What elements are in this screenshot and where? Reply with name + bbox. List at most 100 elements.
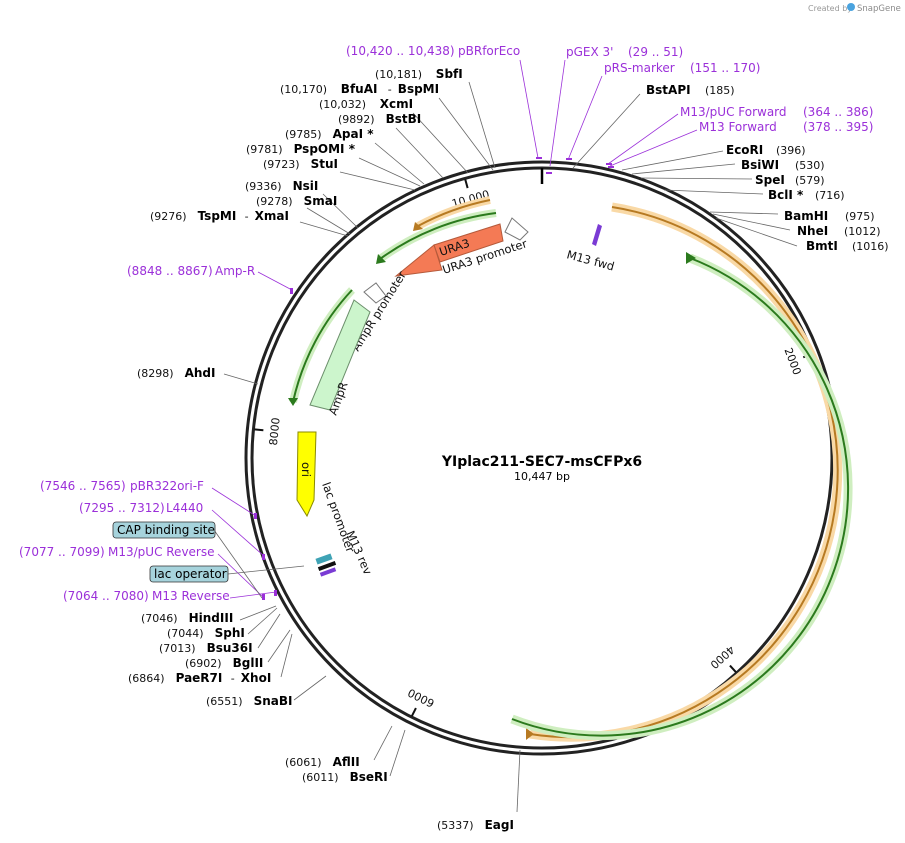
primer-range: (10,420 .. 10,438)	[346, 44, 455, 58]
enzyme-position: (975)	[845, 210, 875, 223]
green-left-head	[288, 398, 298, 406]
primer-range: (364 .. 386)	[803, 105, 873, 119]
enzyme-separator: -	[388, 83, 392, 96]
enzyme-site[interactable]: BstAPI (185)	[646, 83, 735, 97]
ruler-tick	[464, 179, 469, 189]
ruler-tick	[410, 707, 417, 717]
primer-annotation[interactable]: (7546 .. 7565)pBR322ori-F	[40, 479, 204, 493]
primer-leaders	[211, 59, 698, 599]
ruler-tick-label: 6000	[406, 686, 437, 710]
green-small-head	[376, 254, 386, 264]
primer-range: (7295 .. 7312)	[79, 501, 165, 515]
enzyme-site[interactable]: BsiWI (530)	[741, 158, 825, 172]
primer-annotation[interactable]: (29 .. 51)pGEX 3'	[566, 45, 683, 59]
enzyme-site[interactable]: (10,170)BfuAI-BspMI	[280, 82, 439, 96]
enzyme-name: AflII	[333, 755, 360, 769]
enzyme-leaders	[223, 81, 798, 813]
enzyme-name: StuI	[311, 157, 338, 171]
ura3-head	[394, 244, 443, 277]
enzyme-site[interactable]: (7013)Bsu36I	[159, 641, 253, 655]
primer-annotation[interactable]: (364 .. 386)M13/pUC Forward	[680, 105, 873, 119]
primer-annotation[interactable]: (10,420 .. 10,438)pBRforEco	[346, 44, 520, 58]
enzyme-site[interactable]: (6011)BseRI	[302, 770, 388, 784]
enzyme-name: EagI	[485, 818, 514, 832]
orange-small-arc	[417, 199, 491, 227]
enzyme-name: BstAPI	[646, 83, 691, 97]
enzyme-position: (530)	[795, 159, 825, 172]
enzyme-name: SphI	[215, 626, 245, 640]
enzyme-site[interactable]: (5337) EagI	[437, 818, 514, 832]
enzyme-site[interactable]: NheI(1012)	[797, 224, 881, 238]
enzyme-name: BstBI	[386, 112, 422, 126]
enzyme-position: (9278)	[256, 195, 293, 208]
enzyme-site[interactable]: (9723)StuI	[263, 157, 338, 171]
enzyme-separator: -	[231, 672, 235, 685]
enzyme-position: (396)	[776, 144, 806, 157]
enzyme-name: NheI	[797, 224, 828, 238]
primer-annotation[interactable]: (7077 .. 7099)M13/pUC Reverse	[19, 545, 215, 559]
ruler-tick	[254, 428, 264, 432]
enzyme-site[interactable]: (10,032)XcmI	[319, 97, 413, 111]
enzyme-site[interactable]: (9781)PspOMI *	[246, 142, 356, 156]
primer-annotation[interactable]: (7295 .. 7312)L4440	[79, 501, 203, 515]
enzyme-site[interactable]: (6902)BglII	[185, 656, 263, 670]
enzyme-site[interactable]: (9278) SmaI	[256, 194, 337, 208]
enzyme-position: (6902)	[185, 657, 222, 670]
enzyme-position: (6011)	[302, 771, 339, 784]
orange-small-head	[413, 222, 423, 231]
primer-name: pBR322ori-F	[130, 479, 204, 493]
primer-range: (29 .. 51)	[628, 45, 683, 59]
enzyme-site[interactable]: BclI *(716)	[768, 188, 845, 202]
primer-annotation[interactable]: (8848 .. 8867)Amp-R	[127, 264, 255, 278]
enzyme-site[interactable]: (7044) SphI	[167, 626, 245, 640]
enzyme-site[interactable]: (6061)AflII	[285, 755, 360, 769]
enzyme-position: (7044)	[167, 627, 204, 640]
ura3-promoter-shape	[504, 217, 529, 241]
snapgene-credit: Created by SnapGene	[808, 3, 901, 14]
enzyme-position: (5337)	[437, 819, 474, 832]
primer-range: (7077 .. 7099)	[19, 545, 105, 559]
plasmid-name: YIplac211-SEC7-msCFPx6	[441, 454, 642, 470]
enzyme-site[interactable]: (8298)AhdI	[137, 366, 215, 380]
enzyme-position: (7013)	[159, 642, 196, 655]
enzyme-position: (6551)	[206, 695, 243, 708]
enzyme-site[interactable]: BmtI(1016)	[806, 239, 889, 253]
snapgene-logo-icon	[847, 3, 855, 11]
enzyme-site[interactable]: (7046)HindIII	[141, 611, 233, 625]
enzyme-site[interactable]: (9785)ApaI *	[285, 127, 374, 141]
enzyme-site[interactable]: SpeI(579)	[755, 173, 825, 187]
enzyme-name: SnaBI	[254, 694, 293, 708]
ruler-tick-label: 8000	[267, 417, 283, 446]
primer-name: pBRforEco	[458, 44, 520, 58]
credit-text: Created by	[808, 4, 852, 13]
feature-arcs	[288, 196, 853, 742]
enzyme-site[interactable]: EcoRI(396)	[726, 143, 806, 157]
primer-annotation[interactable]: (378 .. 395)M13 Forward	[699, 120, 873, 134]
m13-fwd-label: M13 fwd	[565, 247, 616, 273]
enzyme-site[interactable]: (9336)NsiI	[245, 179, 318, 193]
enzyme-site[interactable]: (9276)TspMI-XmaI	[150, 209, 289, 223]
enzyme-position: (10,032)	[319, 98, 366, 111]
cap-binding-label: CAP binding site	[117, 523, 215, 537]
enzyme-position: (579)	[795, 174, 825, 187]
primer-name: M13/pUC Reverse	[108, 545, 215, 559]
lac-operator-box	[149, 565, 229, 583]
enzyme-position: (185)	[705, 84, 735, 97]
enzyme-position: (9336)	[245, 180, 282, 193]
enzyme-name: TspMI	[198, 209, 237, 223]
enzyme-labels: (10,181)SbfI(10,170)BfuAI-BspMI(10,032)X…	[128, 67, 889, 832]
enzyme-name: ApaI *	[333, 127, 375, 141]
enzyme-name: BsiWI	[741, 158, 779, 172]
enzyme-position: (9781)	[246, 143, 283, 156]
enzyme-site[interactable]: BamHI(975)	[784, 209, 875, 223]
enzyme-site[interactable]: (6551) SnaBI	[206, 694, 293, 708]
enzyme-name: SmaI	[304, 194, 338, 208]
lac-promoter-mark	[317, 561, 337, 571]
enzyme-site[interactable]: (9892)BstBI	[338, 112, 421, 126]
primer-annotation[interactable]: (151 .. 170)pRS-marker	[604, 61, 760, 75]
enzyme-position: (8298)	[137, 367, 174, 380]
primer-annotation[interactable]: (7064 .. 7080)M13 Reverse	[63, 589, 230, 603]
enzyme-site[interactable]: (6864)PaeR7I-XhoI	[128, 671, 271, 685]
enzyme-site[interactable]: (10,181)SbfI	[375, 67, 463, 81]
primer-name: L4440	[166, 501, 203, 515]
